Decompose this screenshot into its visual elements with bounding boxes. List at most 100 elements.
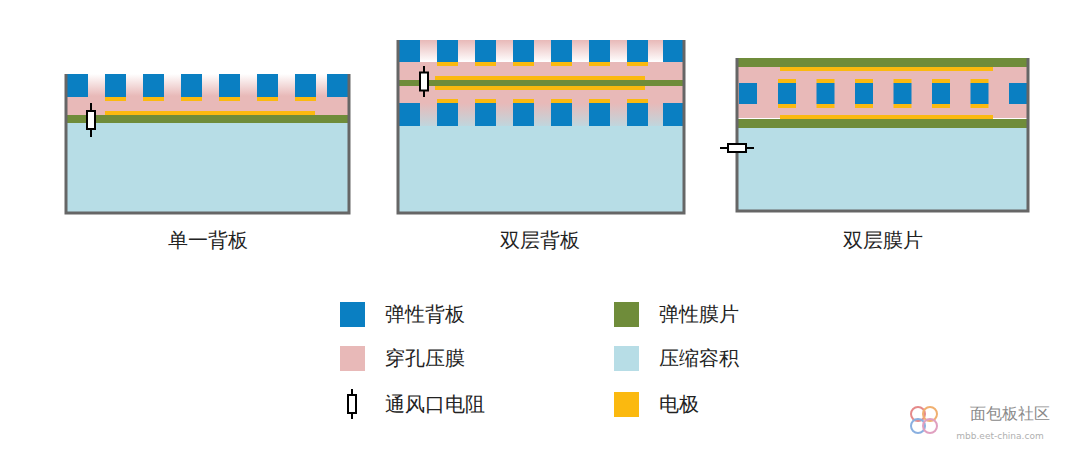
electrode (475, 62, 496, 66)
legend-text: 穿孔压膜 (385, 346, 465, 370)
electrode (855, 79, 873, 83)
legend-swatch (614, 392, 639, 417)
figure-caption: 双层背板 (500, 228, 580, 252)
elastic-backplate (399, 40, 420, 62)
electrode (971, 104, 989, 108)
electrode (435, 76, 645, 80)
electrode (589, 62, 610, 66)
perforated-film (66, 74, 349, 96)
vent-resistor-symbol (87, 103, 95, 137)
elastic-backplate (67, 74, 88, 97)
perforated-film (398, 62, 684, 103)
elastic-backplate (971, 83, 989, 104)
electrode (778, 104, 796, 108)
legend-text: 电极 (659, 392, 699, 416)
elastic-backplate (589, 103, 610, 126)
legend-swatch (340, 302, 365, 327)
electrode (437, 62, 458, 66)
legend-text: 压缩容积 (659, 346, 739, 370)
legend-text: 弹性膜片 (659, 302, 739, 326)
elastic-backplate (437, 40, 458, 62)
elastic-backplate (663, 40, 684, 62)
elastic-backplate (219, 74, 240, 97)
electrode (855, 104, 873, 108)
legend-text: 弹性背板 (385, 302, 465, 326)
compression-volume (737, 128, 1028, 211)
watermark: 面包板社区 (970, 404, 1050, 423)
electrode (437, 99, 458, 103)
elastic-backplate (551, 103, 572, 126)
electrode (551, 62, 572, 66)
electrode (475, 99, 496, 103)
elastic-backplate (257, 74, 278, 97)
compression-volume (66, 123, 349, 213)
legend-text: 通风口电阻 (385, 392, 485, 416)
elastic-backplate (399, 103, 420, 126)
housing-wall (398, 40, 684, 213)
electrode (219, 97, 240, 101)
electrode (932, 79, 950, 83)
elastic-backplate (143, 74, 164, 97)
perforated-film (398, 40, 684, 62)
electrode (295, 97, 316, 101)
perforated-film (66, 96, 349, 115)
elastic-backplate (513, 103, 534, 126)
vent-resistor-symbol (420, 66, 428, 97)
elastic-membrane (737, 119, 1028, 128)
electrode (817, 79, 835, 83)
electrode (143, 97, 164, 101)
elastic-backplate (739, 83, 757, 104)
compression-volume (398, 126, 684, 213)
elastic-membrane (66, 115, 349, 123)
electrode (551, 99, 572, 103)
electrode (435, 86, 645, 90)
elastic-backplate (663, 103, 684, 126)
electrode (780, 67, 993, 71)
elastic-backplate (327, 74, 348, 97)
legend-swatch (614, 302, 639, 327)
elastic-backplate (105, 74, 126, 97)
elastic-backplate (627, 40, 648, 62)
electrode (780, 115, 993, 119)
elastic-membrane (737, 58, 1028, 67)
elastic-backplate (513, 40, 534, 62)
electrode (105, 111, 315, 115)
vent-resistor-symbol (348, 389, 356, 419)
elastic-backplate (627, 103, 648, 126)
electrode (513, 99, 534, 103)
elastic-backplate (894, 83, 912, 104)
figure-caption: 单一背板 (168, 228, 248, 252)
electrode (932, 104, 950, 108)
electrode (627, 99, 648, 103)
electrode (894, 104, 912, 108)
elastic-backplate (589, 40, 610, 62)
legend-swatch (614, 346, 639, 371)
elastic-backplate (855, 83, 873, 104)
elastic-backplate (475, 40, 496, 62)
elastic-backplate (1009, 83, 1027, 104)
elastic-backplate (551, 40, 572, 62)
elastic-backplate (475, 103, 496, 126)
electrode (971, 79, 989, 83)
electrode (589, 99, 610, 103)
elastic-backplate (437, 103, 458, 126)
electrode (627, 62, 648, 66)
perforated-film (737, 58, 1028, 118)
housing-wall (737, 58, 1028, 211)
electrode (894, 79, 912, 83)
figure-caption: 双层膜片 (843, 228, 923, 252)
housing-wall (66, 74, 349, 213)
electrode (257, 97, 278, 101)
elastic-membrane (398, 80, 684, 86)
elastic-backplate (181, 74, 202, 97)
electrode (105, 97, 126, 101)
elastic-backplate (295, 74, 316, 97)
electrode (513, 62, 534, 66)
elastic-backplate (778, 83, 796, 104)
vent-resistor-symbol (720, 144, 754, 152)
elastic-backplate (932, 83, 950, 104)
watermark-logo (911, 407, 937, 433)
watermark: mbb.eet-china.com (956, 431, 1043, 442)
electrode (817, 104, 835, 108)
